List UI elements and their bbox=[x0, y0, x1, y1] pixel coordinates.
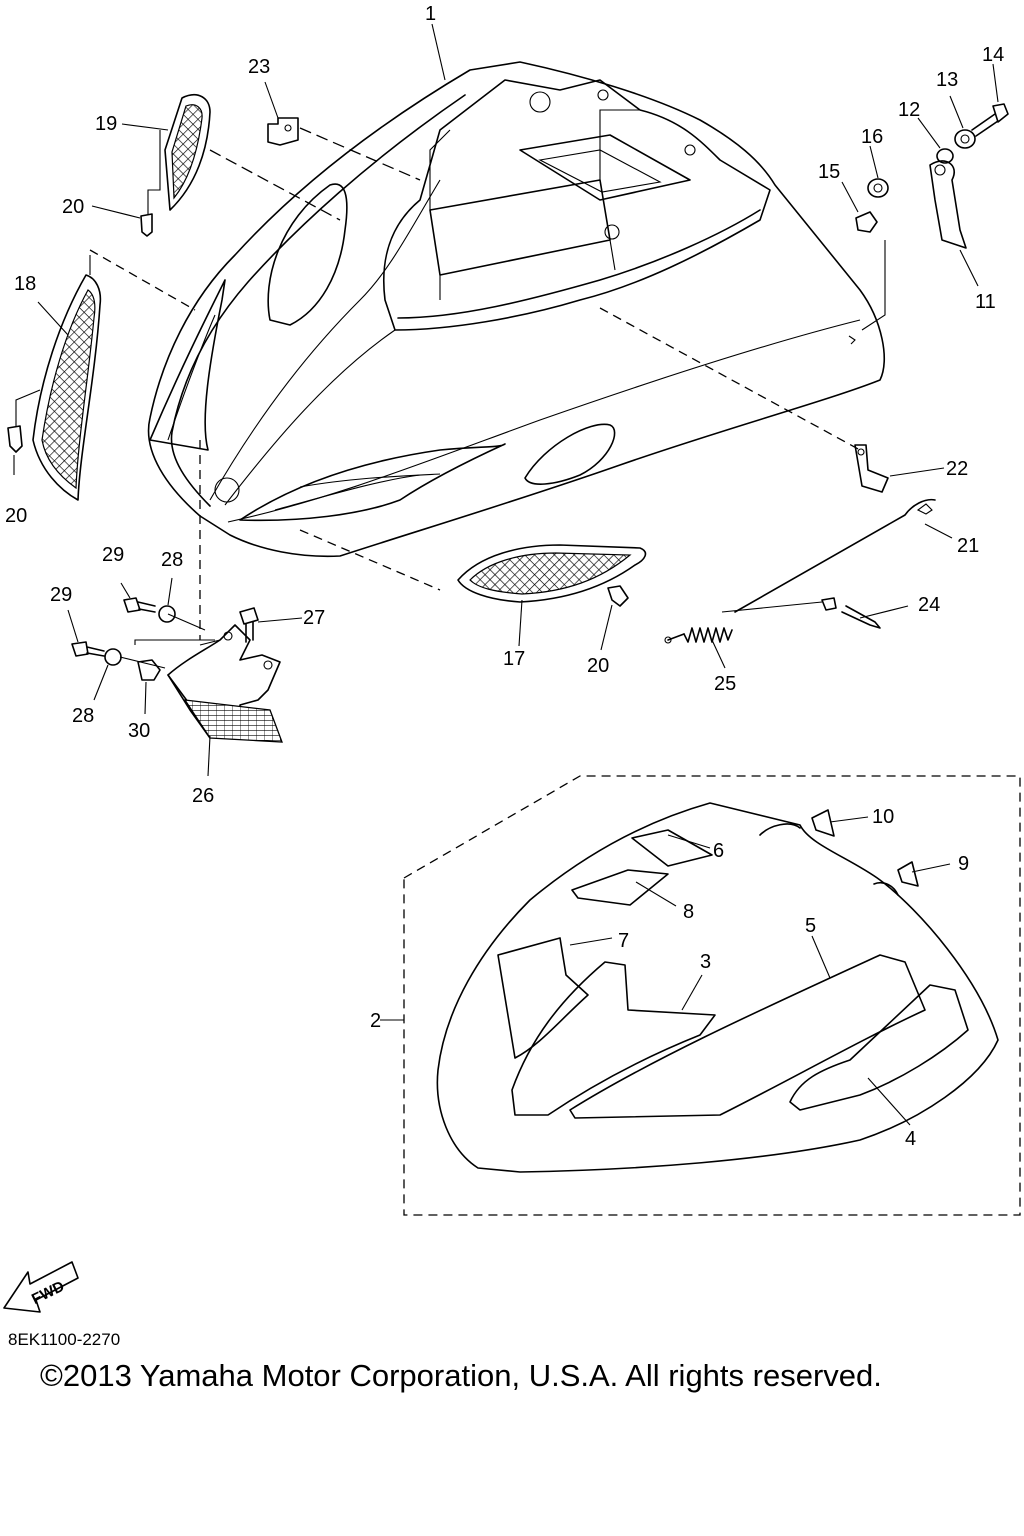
leader-lines bbox=[13, 23, 999, 1126]
label-part-5: 5 bbox=[805, 915, 816, 937]
washer-28-lower bbox=[104, 648, 122, 666]
assembly-lines bbox=[15, 127, 886, 669]
label-part-29-lower: 29 bbox=[50, 584, 72, 606]
label-part-25: 25 bbox=[714, 673, 736, 695]
collar-12 bbox=[936, 148, 954, 164]
label-part-8: 8 bbox=[683, 901, 694, 923]
label-part-20-lower: 20 bbox=[587, 655, 609, 677]
latch-hook-11 bbox=[929, 160, 967, 249]
bracket-26 bbox=[167, 624, 283, 743]
cable-21 bbox=[734, 498, 936, 613]
label-part-27: 27 bbox=[303, 607, 325, 629]
label-part-24: 24 bbox=[918, 594, 940, 616]
nut-15 bbox=[855, 211, 878, 233]
fwd-arrow-icon: FWD bbox=[3, 1261, 79, 1313]
mesh-grille-17 bbox=[457, 544, 647, 603]
label-part-9: 9 bbox=[958, 853, 969, 875]
label-part-11: 11 bbox=[975, 291, 996, 313]
label-part-29-upper: 29 bbox=[102, 544, 124, 566]
bolt-29-lower bbox=[71, 641, 105, 657]
spring-25 bbox=[664, 627, 733, 644]
label-part-15: 15 bbox=[818, 161, 840, 183]
bracket-23 bbox=[267, 117, 299, 146]
label-part-7: 7 bbox=[618, 930, 629, 952]
label-part-4: 4 bbox=[905, 1128, 916, 1150]
label-part-19: 19 bbox=[95, 113, 117, 135]
label-part-20-left: 20 bbox=[5, 505, 27, 527]
graphic-set-2 bbox=[403, 775, 1021, 1216]
grommet-16 bbox=[867, 178, 889, 198]
copyright-notice: ©2013 Yamaha Motor Corporation, U.S.A. A… bbox=[40, 1358, 882, 1393]
washer-28-upper bbox=[158, 605, 176, 623]
label-part-20-top: 20 bbox=[62, 196, 84, 218]
label-part-1: 1 bbox=[425, 3, 436, 25]
front-hood-drawing bbox=[147, 61, 886, 558]
bolt-27 bbox=[239, 607, 259, 643]
bolt-29-upper bbox=[123, 597, 156, 613]
label-part-16: 16 bbox=[861, 126, 883, 148]
washer-13 bbox=[954, 129, 976, 149]
label-part-2: 2 bbox=[370, 1010, 381, 1032]
label-part-3: 3 bbox=[700, 951, 711, 973]
label-part-28-upper: 28 bbox=[161, 549, 183, 571]
diagram-code: 8EK1100-2270 bbox=[8, 1330, 121, 1349]
pin-24 bbox=[821, 597, 881, 629]
label-part-13: 13 bbox=[936, 69, 958, 91]
clip-20-left bbox=[7, 425, 23, 453]
mesh-grille-19 bbox=[164, 94, 211, 211]
label-part-6: 6 bbox=[713, 840, 724, 862]
label-part-17: 17 bbox=[503, 648, 525, 670]
mesh-grille-18 bbox=[32, 274, 102, 501]
part-labels: 1 2 3 4 5 6 7 8 9 10 11 12 13 14 15 16 1… bbox=[5, 3, 1004, 1150]
label-part-10: 10 bbox=[872, 806, 894, 828]
label-part-21: 21 bbox=[957, 535, 979, 557]
nut-30 bbox=[137, 659, 161, 681]
label-part-18: 18 bbox=[14, 273, 36, 295]
clip-20-lower bbox=[607, 585, 629, 607]
bolt-14 bbox=[971, 103, 1009, 137]
label-part-22: 22 bbox=[946, 458, 968, 480]
label-part-23: 23 bbox=[248, 56, 270, 78]
label-part-14: 14 bbox=[982, 44, 1004, 66]
label-part-30: 30 bbox=[128, 720, 150, 742]
label-part-26: 26 bbox=[192, 785, 214, 807]
label-part-12: 12 bbox=[898, 99, 920, 121]
label-part-28-lower: 28 bbox=[72, 705, 94, 727]
bracket-22 bbox=[854, 444, 889, 493]
clip-20-top bbox=[140, 213, 153, 237]
